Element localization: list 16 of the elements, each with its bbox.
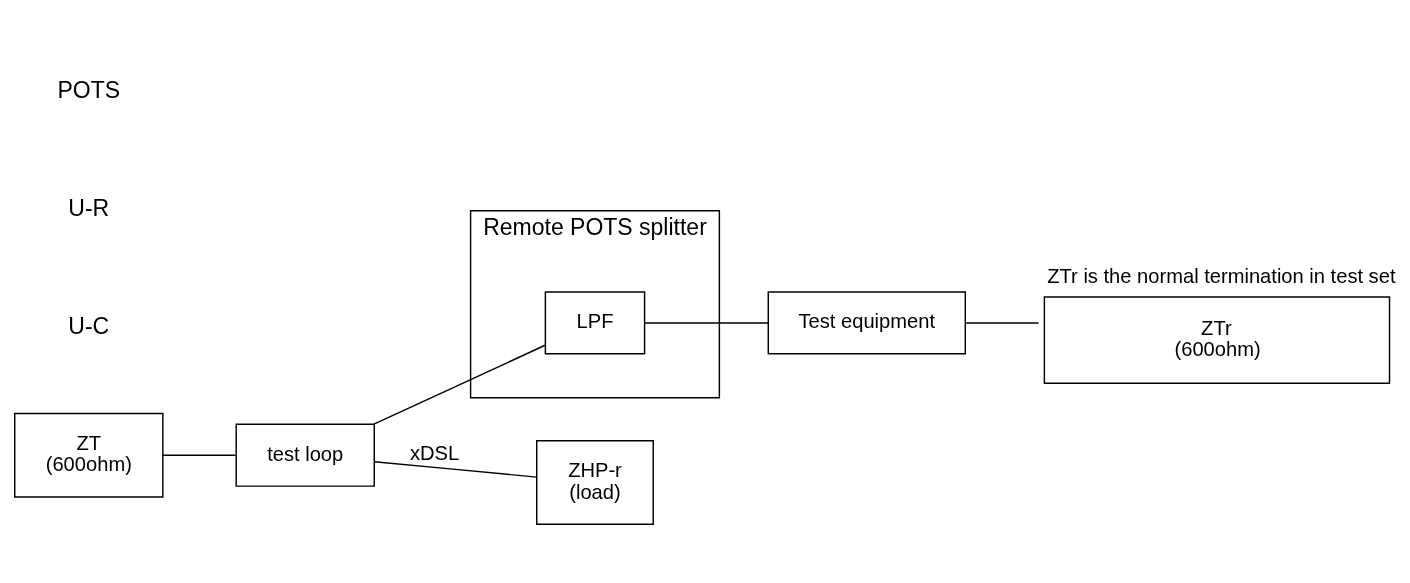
label: U-C (68, 312, 110, 339)
node-box: ZHP-r (load) (536, 439, 654, 525)
node-box: Test equipment (767, 290, 966, 355)
node-label: ZTr is the normal termination in test set (1047, 264, 1396, 287)
node-box: ZT (600ohm) (14, 412, 164, 498)
connector (964, 321, 1040, 324)
connector (162, 454, 237, 456)
edge-label: xDSL (410, 441, 460, 464)
label: U-R (68, 194, 110, 221)
node-box: test loop (235, 423, 375, 487)
label: POTS (57, 76, 121, 103)
connector (373, 460, 538, 478)
connector (373, 344, 546, 425)
node-box: LPF (544, 290, 646, 355)
connector (644, 321, 769, 324)
node-box: ZTr (600ohm) (1043, 295, 1391, 384)
